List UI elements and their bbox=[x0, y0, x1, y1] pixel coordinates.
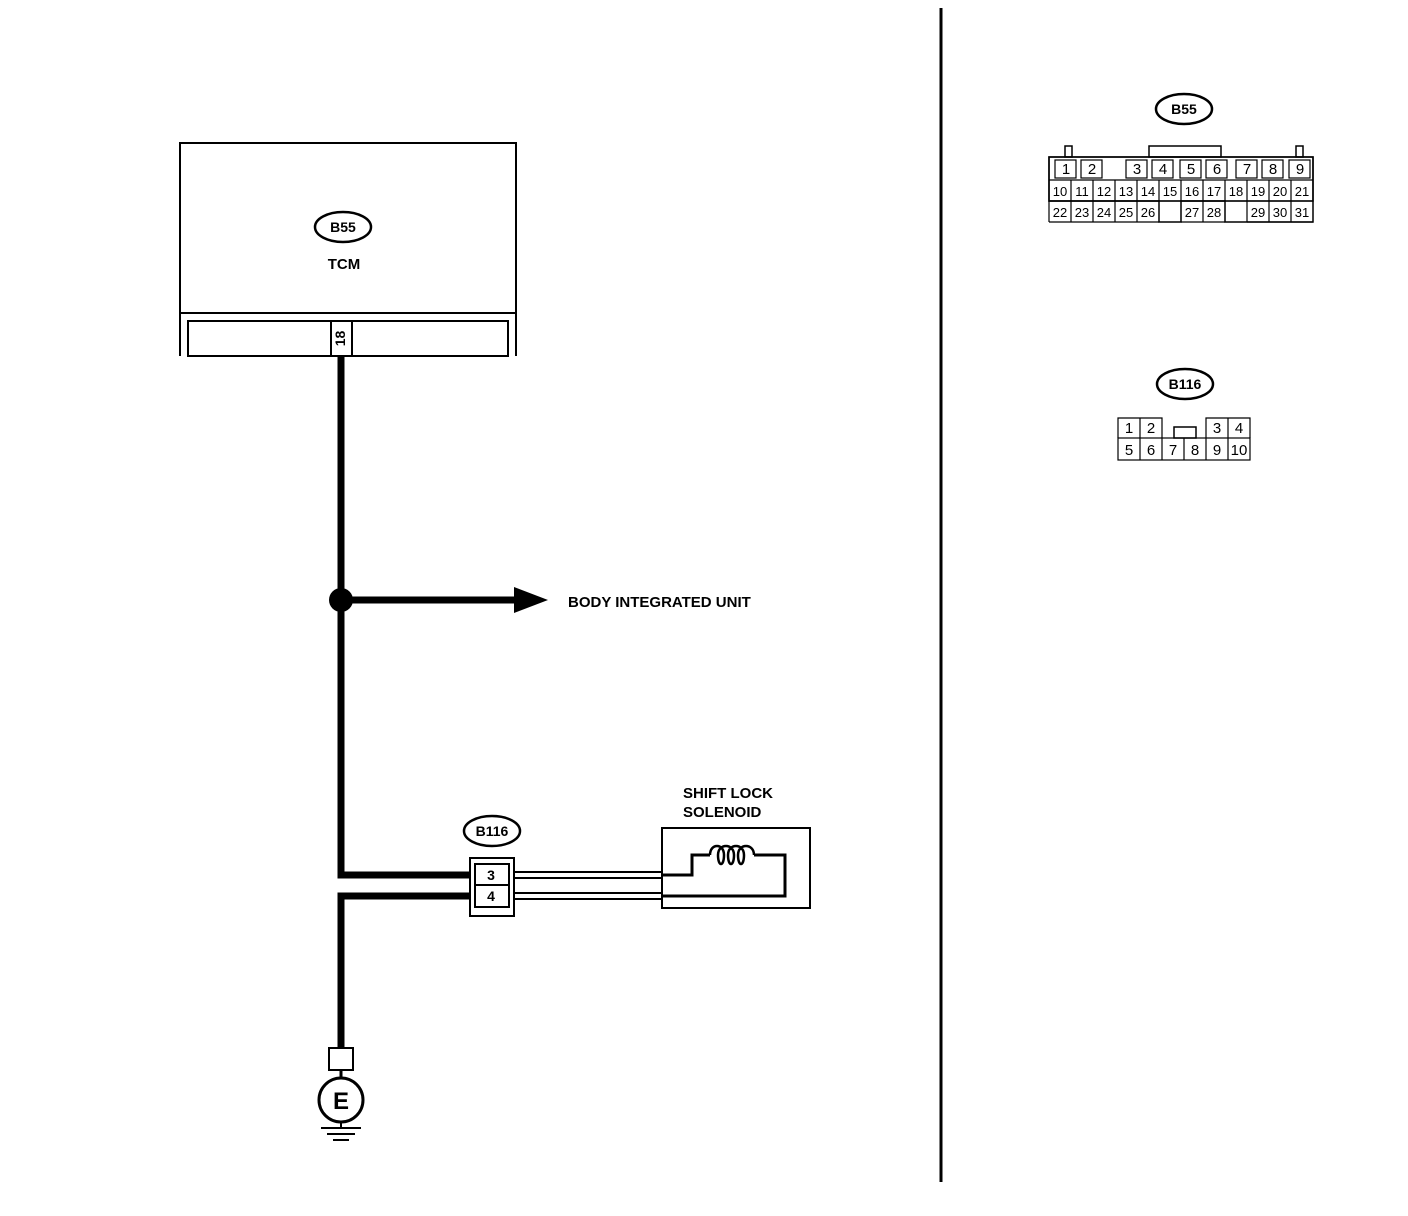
b55-pin-14: 14 bbox=[1141, 184, 1155, 199]
b116-connector-label: B116 bbox=[476, 823, 509, 839]
tcm-label: TCM bbox=[328, 256, 361, 273]
b55-pin-16: 16 bbox=[1185, 184, 1199, 199]
b116-face-pin-2: 2 bbox=[1147, 420, 1155, 437]
b55-pin-9: 9 bbox=[1296, 161, 1304, 178]
b55-pin-22: 22 bbox=[1053, 205, 1067, 220]
b116-face-pin-3: 3 bbox=[1213, 420, 1221, 437]
wire-tcm-to-b116-pin3 bbox=[337, 357, 472, 879]
b55-pin-7: 7 bbox=[1243, 161, 1251, 178]
b116-face-pin-4: 4 bbox=[1235, 420, 1243, 437]
b55-pin-23: 23 bbox=[1075, 205, 1089, 220]
shift-lock-solenoid: SHIFT LOCK SOLENOID bbox=[661, 785, 811, 909]
solenoid-label-line1: SHIFT LOCK bbox=[683, 785, 773, 802]
b55-pin-30: 30 bbox=[1273, 205, 1287, 220]
b55-connector-face: B55 1 2 3 4 5 6 7 8 9 bbox=[1048, 92, 1314, 223]
b55-pin-24: 24 bbox=[1097, 205, 1111, 220]
b55-pin-29: 29 bbox=[1251, 205, 1265, 220]
b55-pin-21: 21 bbox=[1295, 184, 1309, 199]
b116-face-pin-8: 8 bbox=[1191, 442, 1199, 459]
b55-pin-1: 1 bbox=[1062, 161, 1070, 178]
b55-pin-5: 5 bbox=[1187, 161, 1195, 178]
solenoid-inner-wire-a bbox=[662, 853, 710, 877]
body-integrated-unit-label: BODY INTEGRATED UNIT bbox=[568, 594, 751, 611]
b55-pin-3: 3 bbox=[1133, 161, 1141, 178]
b55-pin-19: 19 bbox=[1251, 184, 1265, 199]
b55-pin-25: 25 bbox=[1119, 205, 1133, 220]
b116-connector-face: B116 1 2 3 4 5 6 7 8 9 10 bbox=[1117, 367, 1251, 461]
harness-wires bbox=[337, 357, 518, 1048]
solenoid-wires bbox=[514, 871, 662, 900]
arrow-head bbox=[514, 587, 548, 613]
b116-inline-connector: B116 3 4 bbox=[462, 814, 522, 917]
b55-pin-26: 26 bbox=[1141, 205, 1155, 220]
b116-face-pin-9: 9 bbox=[1213, 442, 1221, 459]
b55-pin-8: 8 bbox=[1269, 161, 1277, 178]
b55-pin-12: 12 bbox=[1097, 184, 1111, 199]
b116-face-pin-5: 5 bbox=[1125, 442, 1133, 459]
b116-pin-4-label: 4 bbox=[487, 888, 495, 904]
b55-pin-18: 18 bbox=[1229, 184, 1243, 199]
b116-connector-badge bbox=[462, 814, 522, 848]
tcm-connector-label: B55 bbox=[330, 219, 356, 235]
wire-b116-pin4-to-ground bbox=[337, 892, 472, 1048]
b55-pin-10: 10 bbox=[1053, 184, 1067, 199]
b55-pin-28: 28 bbox=[1207, 205, 1221, 220]
tcm-connector-badge bbox=[313, 210, 373, 244]
b55-pin-15: 15 bbox=[1163, 184, 1177, 199]
solenoid-coil-icon bbox=[708, 844, 756, 866]
tcm-pin-18-label: 18 bbox=[332, 331, 348, 347]
b116-face-badge bbox=[1155, 367, 1215, 401]
b116-face-pin-6: 6 bbox=[1147, 442, 1155, 459]
b55-face-badge bbox=[1154, 92, 1214, 126]
b55-pin-31: 31 bbox=[1295, 205, 1309, 220]
b55-pin-2: 2 bbox=[1088, 161, 1096, 178]
solenoid-inner-wire-b bbox=[662, 853, 787, 898]
b55-pin-6: 6 bbox=[1213, 161, 1221, 178]
b55-pin-27: 27 bbox=[1185, 205, 1199, 220]
b116-face-pin-1: 1 bbox=[1125, 420, 1133, 437]
b116-face-pin-7: 7 bbox=[1169, 442, 1177, 459]
tcm-module: 18 B55 TCM bbox=[179, 142, 517, 357]
ground-symbol: E bbox=[317, 1047, 365, 1141]
b55-pin-20: 20 bbox=[1273, 184, 1287, 199]
b116-pin-3-label: 3 bbox=[487, 867, 495, 883]
solenoid-label-line2: SOLENOID bbox=[683, 804, 762, 821]
b55-pin-4: 4 bbox=[1159, 161, 1167, 178]
b55-pin-13: 13 bbox=[1119, 184, 1133, 199]
b116-face-pin-10: 10 bbox=[1231, 442, 1248, 459]
b116-face-label: B116 bbox=[1169, 376, 1202, 392]
b55-face-label: B55 bbox=[1171, 101, 1197, 117]
ground-label: E bbox=[333, 1088, 349, 1115]
b55-pin-17: 17 bbox=[1207, 184, 1221, 199]
wire-junction-dot bbox=[329, 588, 353, 612]
b55-pin-11: 11 bbox=[1075, 184, 1089, 199]
